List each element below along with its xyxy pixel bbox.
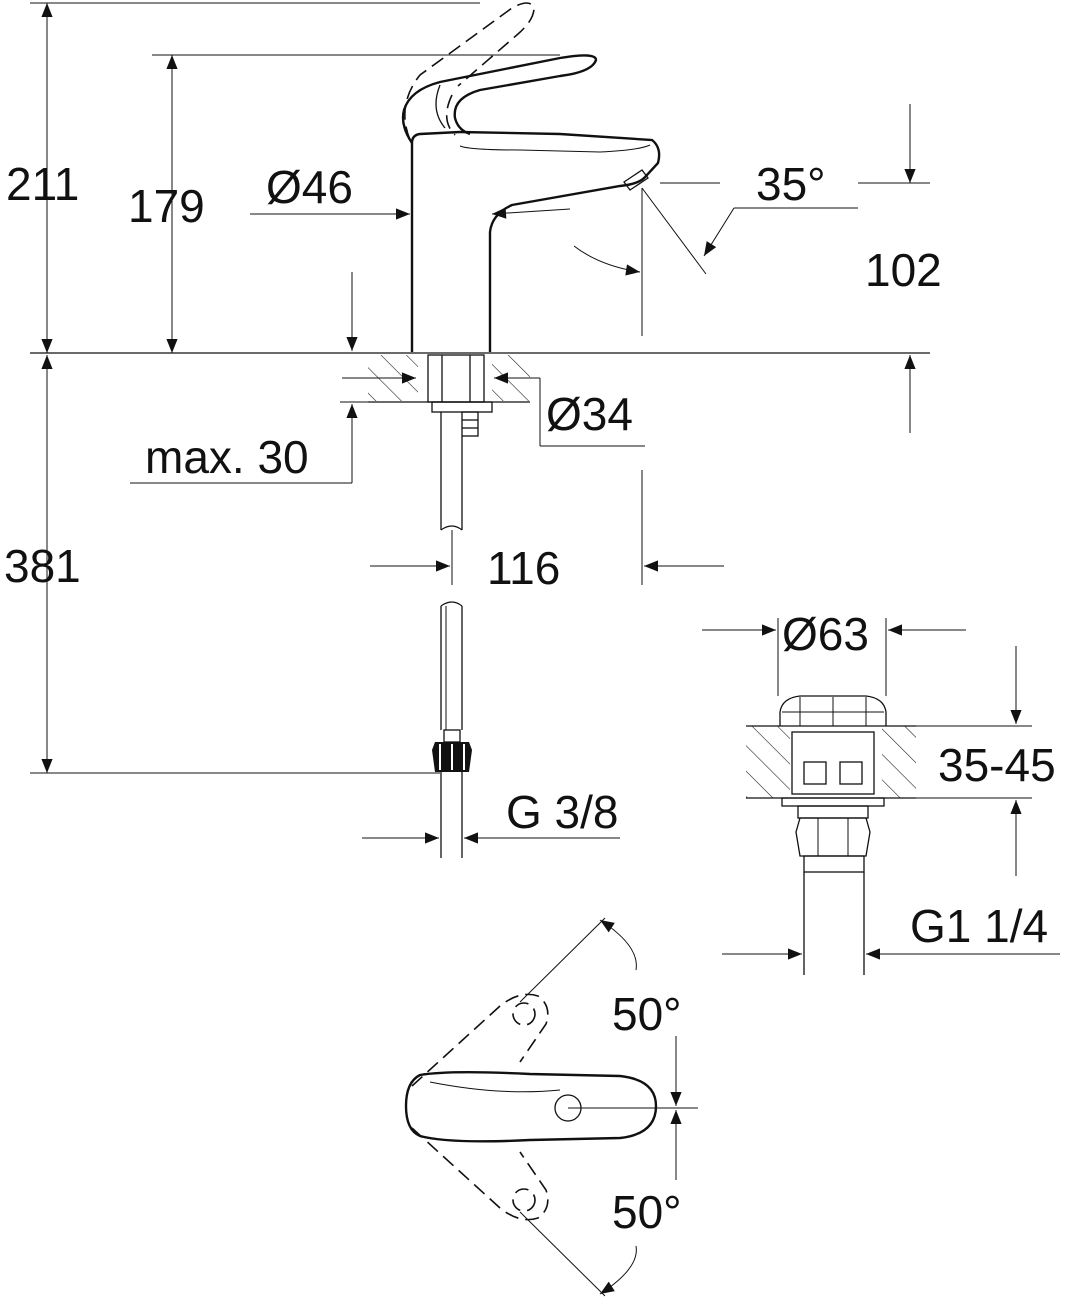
lever-top-outline: [404, 1071, 658, 1143]
dim-hose-length-label: 381: [4, 540, 81, 592]
dim-waste-deck-range: 35-45: [916, 646, 1056, 876]
dim-spray-angle-label: 35°: [756, 158, 826, 210]
waste-nut: [795, 817, 871, 857]
faucet-body: [410, 130, 461, 352]
dim-hole-diameter-label: Ø34: [546, 388, 633, 440]
dim-projection: 116: [370, 470, 724, 594]
dim-waste-connection: G1 1/4: [722, 900, 1060, 960]
dim-max-deck: max. 30: [130, 272, 372, 484]
dim-hose-length: 381: [4, 355, 440, 774]
lever-angle-bottom-label: 50°: [612, 1186, 682, 1238]
supply-hose-upper: [440, 412, 463, 531]
dim-waste-diameter-label: Ø63: [782, 608, 869, 660]
lever-top-view: 50° 50°: [404, 917, 698, 1297]
dim-waste-diameter: Ø63: [702, 608, 966, 696]
dim-spout-outlet-height: 102: [858, 104, 942, 433]
dim-waste-deck-range-label: 35-45: [938, 739, 1056, 791]
dim-body-diameter-label: Ø46: [266, 161, 353, 213]
dim-spout-outlet-height-label: 102: [865, 244, 942, 296]
lever-angle-top-label: 50°: [612, 988, 682, 1040]
waste-cap: [779, 695, 887, 726]
dim-body-diameter: Ø46: [250, 161, 571, 220]
dim-spout-height-label: 179: [128, 180, 205, 232]
dim-total-height: 211: [6, 2, 480, 353]
pop-up-waste: [746, 695, 916, 975]
dim-total-height-label: 211: [6, 158, 79, 210]
dim-hose-connection: G 3/8: [362, 786, 620, 844]
dim-spout-height: 179: [128, 54, 560, 353]
lever-handle-open: [404, 2, 535, 141]
lever-handle: [401, 54, 598, 144]
dim-hole-diameter: Ø34: [342, 372, 645, 447]
deck-section: [368, 354, 530, 858]
dim-hose-connection-label: G 3/8: [506, 786, 619, 838]
dim-spray-angle: 35°: [573, 158, 858, 336]
dim-waste-connection-label: G1 1/4: [910, 900, 1048, 952]
dim-max-deck-label: max. 30: [145, 431, 309, 483]
supply-hose-lower: [440, 601, 463, 730]
dim-projection-label: 116: [487, 542, 560, 594]
aerator: [623, 169, 649, 191]
